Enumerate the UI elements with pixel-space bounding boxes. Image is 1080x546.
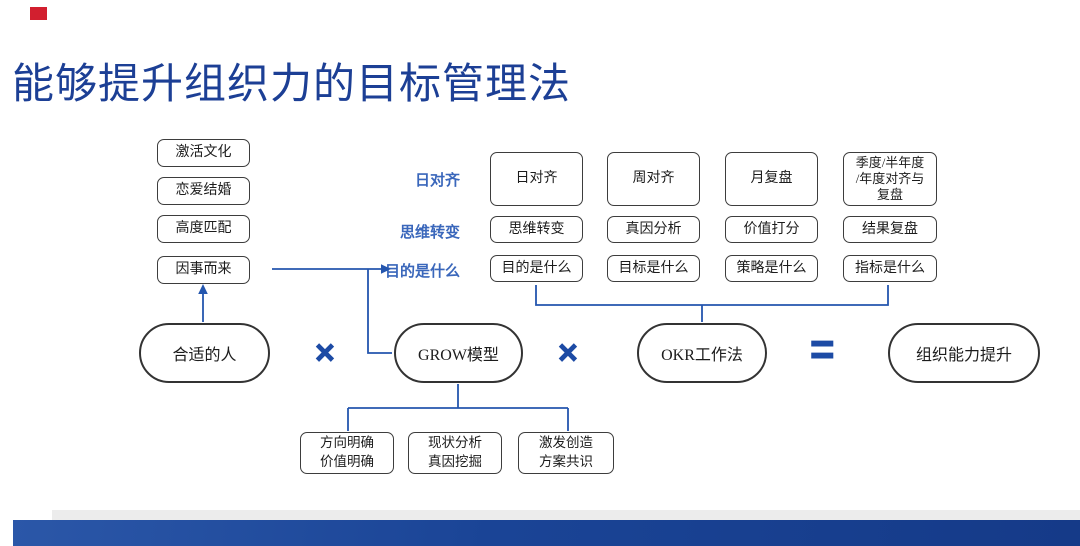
multiply-sign: × xyxy=(315,334,336,372)
row-label-mindset-shift: 思维转变 xyxy=(399,225,460,241)
slide-title: 能够提升组织力的目标管理法 xyxy=(12,62,572,108)
cell-what-metric: 指标是什么 xyxy=(843,255,937,282)
cell-quarterly-review: 季度/半年度 /年度对齐与 复盘 xyxy=(843,152,937,206)
row-label-what-purpose: 目的是什么 xyxy=(384,264,460,280)
cell-root-cause-analysis: 真因分析 xyxy=(607,216,700,243)
cell-weekly-align: 周对齐 xyxy=(607,152,700,206)
row-label-daily-align: 日对齐 xyxy=(414,173,460,189)
equals-sign: = xyxy=(810,324,836,375)
cell-mindset-shift: 思维转变 xyxy=(490,216,583,243)
grow-child-status-rootcause: 现状分析 真因挖掘 xyxy=(408,432,502,474)
node-by-the-task: 因事而来 xyxy=(157,256,250,284)
oval-org-capability: 组织能力提升 xyxy=(888,323,1040,383)
node-love-marriage: 恋爱结婚 xyxy=(157,177,250,205)
cell-what-purpose: 目的是什么 xyxy=(490,255,583,282)
oval-okr-method: OKR工作法 xyxy=(637,323,767,383)
node-high-match: 高度匹配 xyxy=(157,215,250,243)
cell-daily-align: 日对齐 xyxy=(490,152,583,206)
node-activate-culture: 激活文化 xyxy=(157,139,250,167)
cell-what-strategy: 策略是什么 xyxy=(725,255,818,282)
multiply-sign: × xyxy=(558,334,579,372)
grow-child-direction-value: 方向明确 价值明确 xyxy=(300,432,394,474)
footer-blue-bar xyxy=(13,520,1080,546)
red-accent-marker xyxy=(30,7,47,20)
cell-value-scoring: 价值打分 xyxy=(725,216,818,243)
cell-result-review: 结果复盘 xyxy=(843,216,937,243)
grow-child-inspire-consensus: 激发创造 方案共识 xyxy=(518,432,614,474)
cell-monthly-review: 月复盘 xyxy=(725,152,818,206)
oval-grow-model: GROW模型 xyxy=(394,323,523,383)
oval-right-people: 合适的人 xyxy=(139,323,270,383)
cell-what-goal: 目标是什么 xyxy=(607,255,700,282)
footer-gray-bar xyxy=(52,510,1080,520)
